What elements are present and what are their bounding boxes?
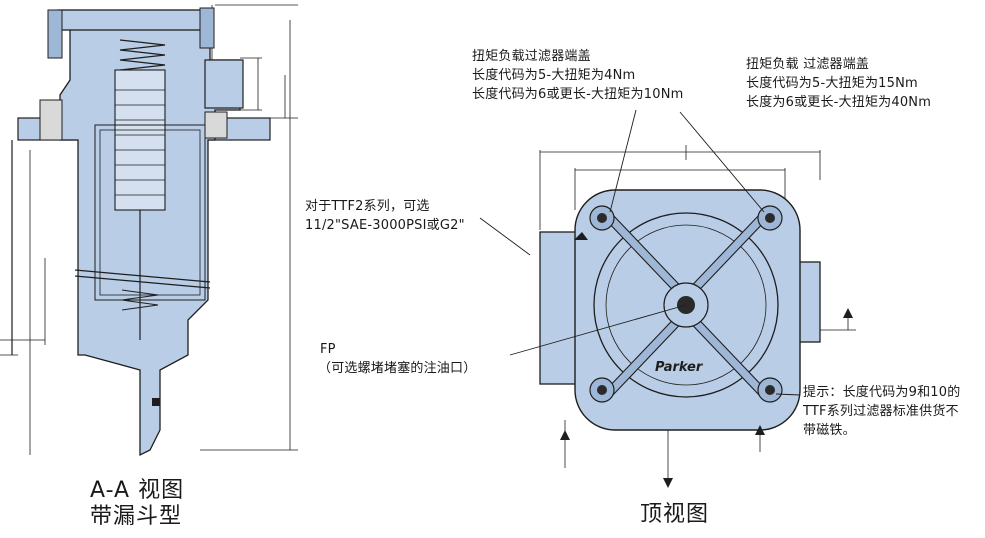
magnet-note: 提示：长度代码为9和10的 TTF系列过滤器标准供货不 带磁铁。: [803, 383, 960, 440]
inlet-port: [204, 59, 244, 109]
parker-logo: Parker: [655, 360, 703, 375]
note-line1: 提示：长度代码为9和10的: [803, 385, 961, 400]
section-caption-line2: 带漏斗型: [90, 504, 183, 529]
top-view-caption: 顶视图: [640, 502, 710, 527]
port-option-line2: 11/2"SAE-3000PSI或G2": [305, 218, 465, 233]
section-caption-line1: A-A 视图: [90, 478, 185, 503]
spring: [119, 39, 166, 71]
fill-port-code: FP: [320, 342, 336, 357]
cover-large-annotation: 扭矩负载 过滤器端盖 长度代码为5-大扭矩为15Nm 长度为6或更长-大扭矩为4…: [746, 55, 931, 112]
arrowheads: [560, 232, 853, 488]
left-gasket: [39, 99, 63, 141]
cover-small-line1: 长度代码为5-大扭矩为4Nm: [472, 68, 636, 83]
side-inlet-flange: [539, 231, 581, 385]
cover-small-line2: 长度代码为6或更长-大扭矩为10Nm: [472, 87, 684, 102]
right-gasket: [204, 111, 228, 139]
element-pleats: [115, 89, 165, 196]
section-view-caption: A-A 视图 带漏斗型: [90, 478, 184, 530]
cover-small-annotation: 扭矩负载过滤器端盖 长度代码为5-大扭矩为4Nm 长度代码为6或更长-大扭矩为1…: [472, 47, 684, 104]
element-outline: [94, 124, 206, 301]
cover-bolt-left: [47, 9, 63, 59]
port-option-annotation: 对于TTF2系列，可选 11/2"SAE-3000PSI或G2": [305, 197, 465, 235]
note-line3: 带磁铁。: [803, 423, 856, 438]
leader-lines: [479, 109, 801, 396]
cover-small-title: 扭矩负载过滤器端盖: [472, 49, 591, 64]
fill-port-desc: （可选螺堵堵塞的注油口）: [318, 361, 477, 376]
cover-bolt-right: [199, 7, 215, 49]
cover-large-line2: 长度为6或更长-大扭矩为40Nm: [746, 95, 932, 110]
break-line: [74, 269, 211, 289]
cover-large-title: 扭矩负载 过滤器端盖: [746, 57, 870, 72]
fill-port-annotation: FP （可选螺堵堵塞的注油口）: [318, 340, 476, 378]
cover-large-line1: 长度代码为5-大扭矩为15Nm: [746, 76, 918, 91]
port-option-line1: 对于TTF2系列，可选: [305, 199, 430, 214]
note-line2: TTF系列过滤器标准供货不: [803, 404, 959, 419]
cross-ribs: [605, 213, 767, 397]
